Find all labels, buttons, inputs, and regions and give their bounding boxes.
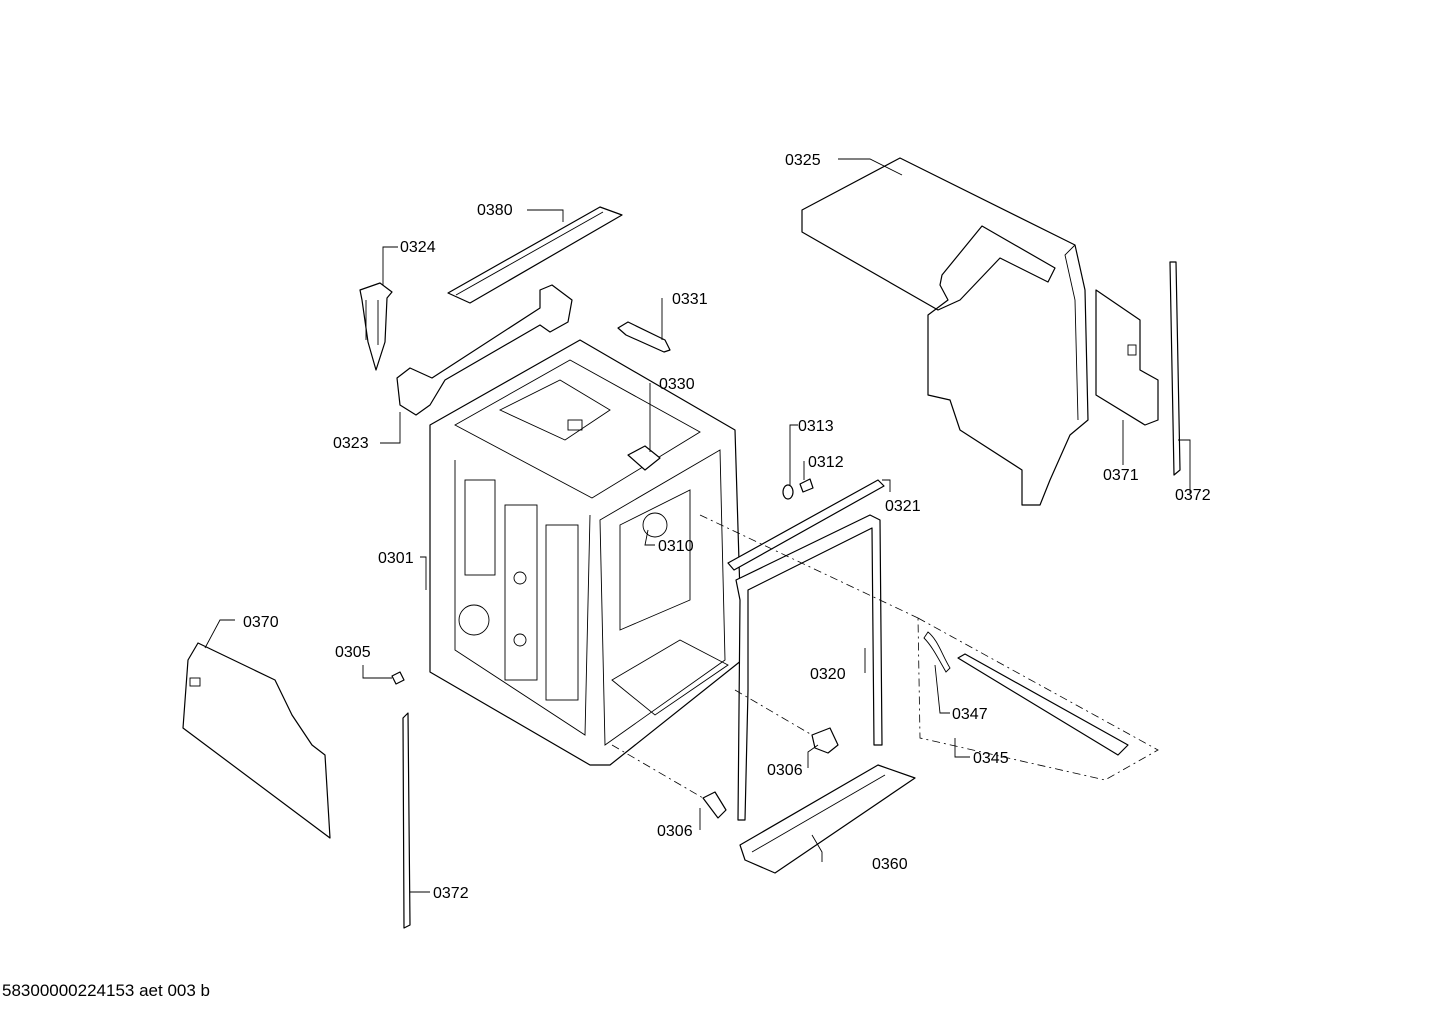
- callout-0310: 0310: [658, 538, 694, 555]
- callout-0324: 0324: [400, 239, 436, 256]
- callout-0325: 0325: [785, 152, 821, 169]
- part-0321-top-rail[interactable]: [727, 479, 885, 571]
- callout-0330: 0330: [659, 376, 695, 393]
- part-0323-upper-frame[interactable]: [396, 284, 573, 416]
- part-0372-strip-left[interactable]: [402, 712, 411, 929]
- callout-0306-upper: 0306: [767, 762, 803, 779]
- part-0371-side-panel[interactable]: [1095, 289, 1159, 426]
- callout-0347: 0347: [952, 706, 988, 723]
- part-0320-door-seal[interactable]: [735, 514, 883, 821]
- callout-0372-left: 0372: [433, 885, 469, 902]
- part-0305-small-part[interactable]: [391, 671, 405, 685]
- callout-0372-right: 0372: [1175, 487, 1211, 504]
- callout-0313: 0313: [798, 418, 834, 435]
- part-0312-screw[interactable]: [799, 478, 814, 493]
- callout-0305: 0305: [335, 644, 371, 661]
- callout-0370: 0370: [243, 614, 279, 631]
- alignment-line-b: [734, 689, 813, 736]
- part-0345-rail-assembly[interactable]: [917, 617, 1159, 781]
- callout-0380: 0380: [477, 202, 513, 219]
- part-0306-clip-lower[interactable]: [702, 791, 727, 819]
- part-0380-top-plate[interactable]: [447, 206, 623, 304]
- callout-0321: 0321: [885, 498, 921, 515]
- part-0324-bracket[interactable]: [359, 282, 393, 371]
- alignment-line-a: [699, 514, 919, 619]
- callout-0331: 0331: [672, 291, 708, 308]
- callout-0312: 0312: [808, 454, 844, 471]
- leader-lines: [204, 158, 1191, 893]
- document-code: 58300000224153 aet 003 b: [2, 981, 210, 1000]
- callout-labels: 0325 0380 0324 0331 0330 0313 0323 0312 …: [243, 152, 1211, 902]
- part-0360-lower-rail[interactable]: [739, 764, 916, 874]
- callout-0320: 0320: [810, 666, 846, 683]
- callout-0306-lower: 0306: [657, 823, 693, 840]
- callout-0345: 0345: [973, 750, 1009, 767]
- part-0330-hinge[interactable]: [627, 445, 661, 471]
- callout-0323: 0323: [333, 435, 369, 452]
- part-0347-hook[interactable]: [923, 631, 951, 673]
- part-0370-side-panel[interactable]: [182, 642, 331, 839]
- part-0306-clip-upper[interactable]: [811, 727, 839, 754]
- callout-0360: 0360: [872, 856, 908, 873]
- part-0301-tub[interactable]: [429, 339, 743, 766]
- part-0331-lever[interactable]: [617, 321, 671, 353]
- part-0325-top-cover[interactable]: [801, 157, 1089, 506]
- callout-0301: 0301: [378, 550, 414, 567]
- part-0313-seal[interactable]: [782, 484, 794, 500]
- part-0372-strip-right[interactable]: [1169, 261, 1181, 476]
- callout-0371: 0371: [1103, 467, 1139, 484]
